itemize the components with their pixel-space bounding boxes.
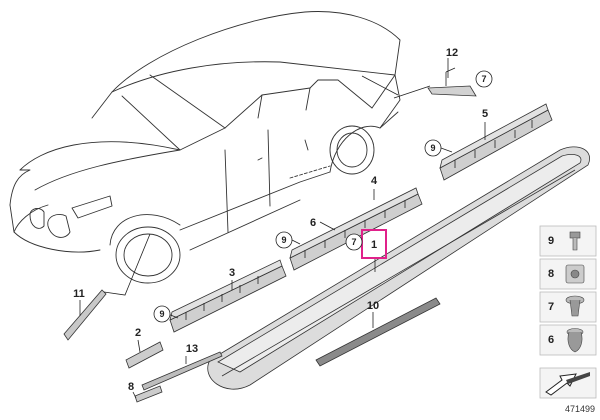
- part-12-trim: [427, 67, 477, 97]
- ref-circle-7a: [475, 70, 493, 88]
- part-13-rail: [141, 351, 223, 391]
- callout-12[interactable]: 12: [446, 47, 458, 59]
- ref-circle-9a: [424, 139, 442, 157]
- push-rivet-icon: [565, 295, 585, 317]
- callout-labels: 1 2 3 4 5 6 8 10 11 12 13: [73, 47, 488, 393]
- car-outline: [9, 11, 401, 284]
- ref-9b[interactable]: 9: [281, 235, 286, 245]
- callout-1[interactable]: 1: [371, 239, 377, 251]
- clip-icon: [569, 231, 581, 251]
- legend-label-7: 7: [548, 301, 554, 313]
- callout-10[interactable]: 10: [367, 300, 379, 312]
- part-5-bracket: [439, 103, 553, 181]
- legend-label-6: 6: [548, 334, 554, 346]
- callout-4[interactable]: 4: [371, 175, 378, 187]
- part-3-bracket: [169, 259, 287, 333]
- ref-9a[interactable]: 9: [430, 143, 435, 153]
- ref-circle-7b: [345, 233, 363, 251]
- part-1-side-sill: [207, 146, 590, 390]
- callout-6[interactable]: 6: [310, 217, 316, 229]
- legend-label-8: 8: [548, 268, 554, 280]
- ref-9c[interactable]: 9: [159, 309, 164, 319]
- callout-11[interactable]: 11: [73, 288, 85, 300]
- expanding-rivet-icon: [566, 328, 584, 353]
- part-4-bracket: [289, 187, 423, 271]
- fastener-legend: 9 8 7 6 471499: [539, 225, 597, 414]
- callout-13[interactable]: 13: [186, 343, 198, 355]
- nut-clip-icon: [565, 264, 585, 284]
- callout-8[interactable]: 8: [128, 381, 134, 393]
- ref-7a[interactable]: 7: [481, 74, 486, 84]
- circled-references: 7 7 9 9 9: [153, 70, 493, 323]
- legend-box-7[interactable]: [539, 291, 597, 323]
- ref-circle-9c: [153, 305, 171, 323]
- callout-3[interactable]: 3: [229, 267, 235, 279]
- part-10-strip: [315, 297, 441, 367]
- legend-label-9: 9: [548, 235, 554, 247]
- document-number: 471499: [565, 404, 595, 414]
- part-2-clip: [125, 341, 164, 369]
- callout-2[interactable]: 2: [135, 327, 141, 339]
- callout-5[interactable]: 5: [482, 108, 488, 120]
- legend-box-9[interactable]: [539, 225, 597, 257]
- part-8-clip-lower: [134, 385, 163, 403]
- ref-circle-9b: [275, 231, 293, 249]
- direction-arrow-icon: [545, 372, 590, 396]
- leader-lines: [79, 58, 486, 399]
- ref-7b[interactable]: 7: [351, 237, 356, 247]
- part-11-trim: [63, 289, 107, 341]
